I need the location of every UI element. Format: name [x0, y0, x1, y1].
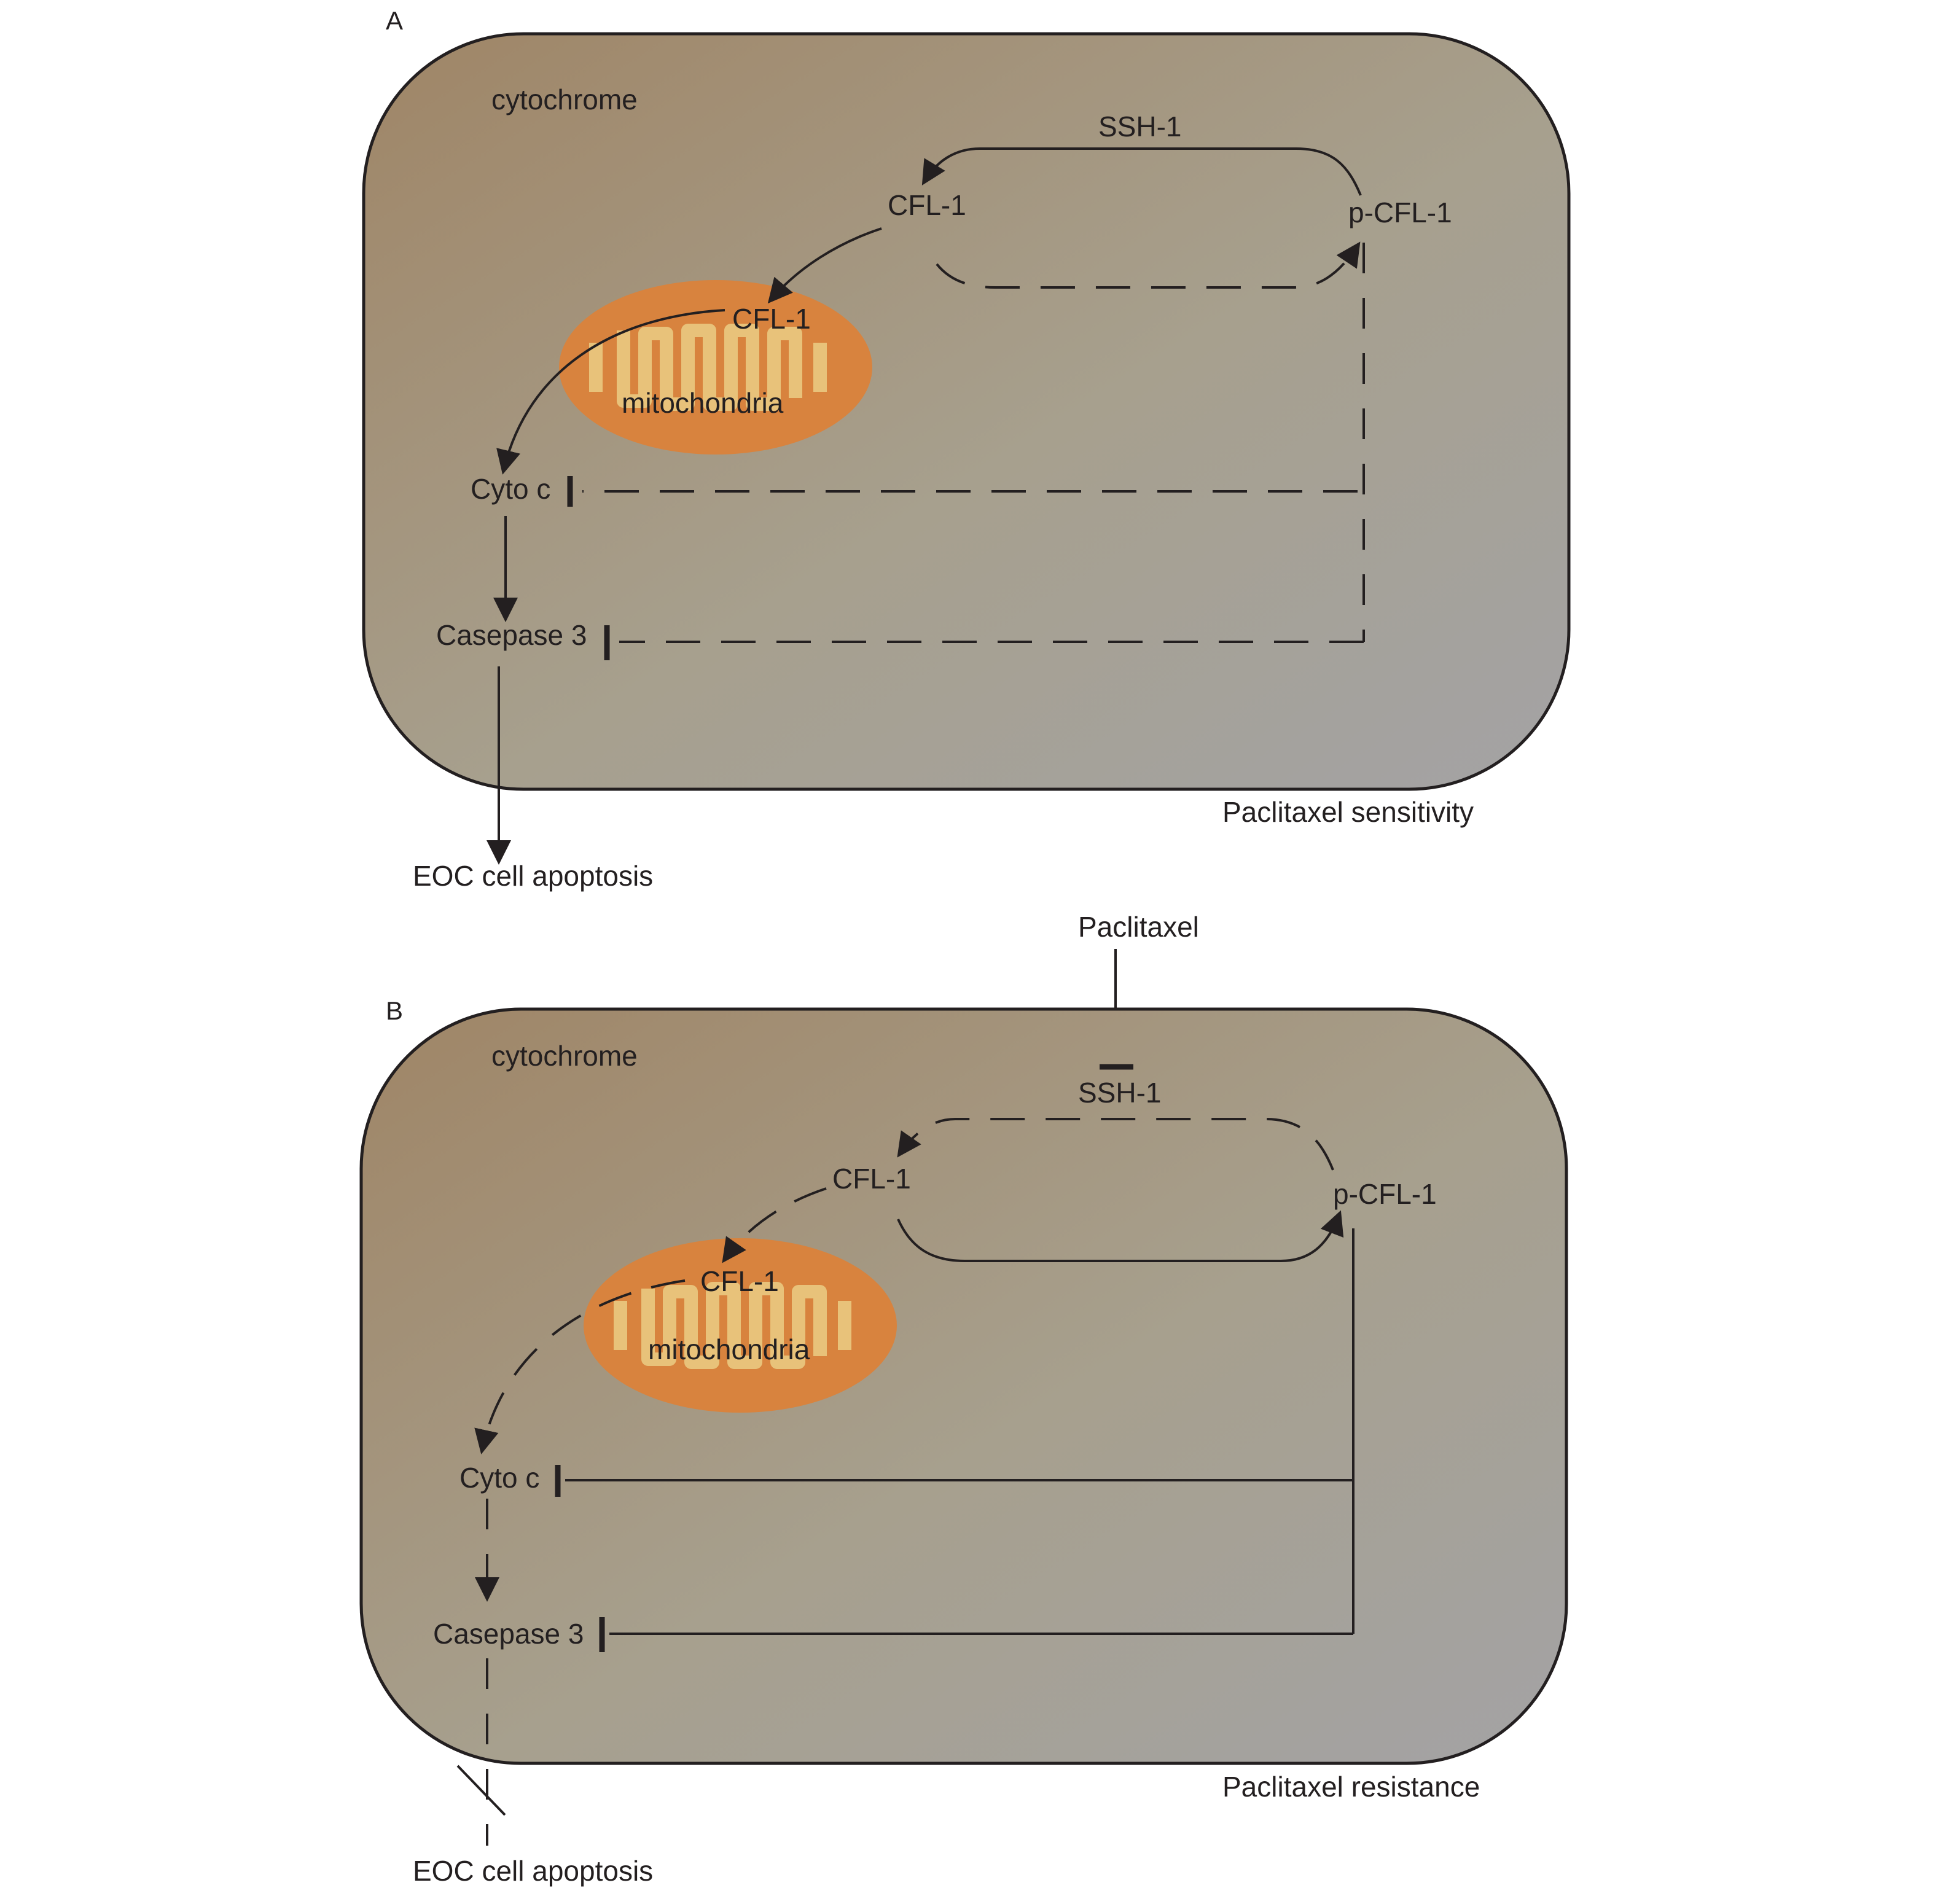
- compartment-label-a: cytochrome: [491, 84, 638, 115]
- panel-a-label: A: [386, 6, 403, 35]
- mitochondria-a: [559, 280, 872, 455]
- node-mito-cfl1-a: CFL-1: [732, 303, 811, 335]
- arrow-phosphorylation-b: [897, 1210, 1344, 1262]
- arrow-phosphorylation-dashed-a: [936, 241, 1361, 289]
- panel-b: B Paclitaxel cytochrome SS: [359, 911, 1568, 1887]
- arrow-ssh1-dephosphorylation-dashed-b: [897, 1118, 1334, 1171]
- node-cytoc-b: Cyto c: [459, 1462, 539, 1494]
- node-mito-cfl1-b: CFL-1: [700, 1265, 779, 1297]
- cell-boundary-a: [362, 32, 1571, 791]
- condition-label-b: Paclitaxel resistance: [1222, 1771, 1480, 1803]
- node-apoptosis-a: EOC cell apoptosis: [413, 860, 653, 892]
- condition-label-a: Paclitaxel sensitivity: [1222, 796, 1474, 828]
- blocked-mark-b: [456, 1765, 506, 1816]
- node-ssh1-a: SSH-1: [1098, 111, 1181, 142]
- arrow-cfl1-to-mitochondria-a: [767, 227, 882, 304]
- node-caspase3-a: Casepase 3: [436, 619, 587, 651]
- node-pcfl1-b: p-CFL-1: [1333, 1178, 1437, 1210]
- node-cytoc-a: Cyto c: [471, 473, 550, 505]
- node-cfl1-b: CFL-1: [832, 1163, 911, 1195]
- mitochondria-b: [584, 1238, 897, 1413]
- node-mitochondria-a: mitochondria: [622, 387, 784, 419]
- arrow-cfl1-to-mitochondria-dashed-b: [722, 1187, 827, 1263]
- compartment-label-b: cytochrome: [491, 1040, 638, 1072]
- panel-b-label: B: [386, 996, 403, 1025]
- node-apoptosis-b: EOC cell apoptosis: [413, 1855, 653, 1887]
- arrow-ssh1-dephosphorylation-a: [921, 147, 1362, 196]
- arrow-mito-to-cytoc-dashed-b: [474, 1279, 686, 1454]
- node-mitochondria-b: mitochondria: [648, 1333, 810, 1365]
- node-caspase3-b: Casepase 3: [433, 1618, 584, 1650]
- node-cfl1-a: CFL-1: [888, 189, 966, 221]
- drug-label-b: Paclitaxel: [1078, 911, 1199, 943]
- node-pcfl1-a: p-CFL-1: [1348, 197, 1452, 228]
- cell-boundary-b: [359, 1007, 1568, 1765]
- arrow-mito-to-cytoc-a: [496, 309, 725, 475]
- node-ssh1-b: SSH-1: [1078, 1077, 1161, 1109]
- panel-a: A cytochrome SSH-1 CFL-1 p-CFL-1 CFL-1 m…: [362, 6, 1571, 892]
